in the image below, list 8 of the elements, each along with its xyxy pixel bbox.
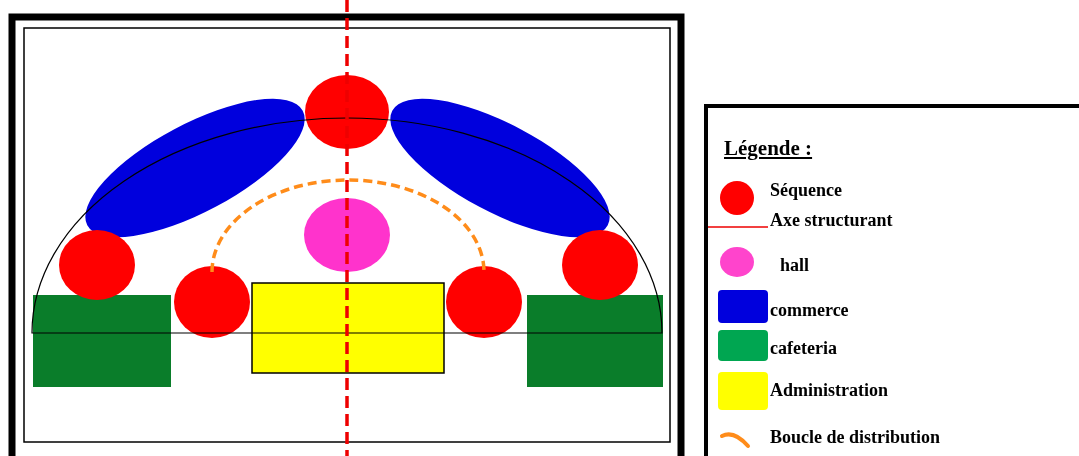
legend-label: hall	[780, 255, 809, 275]
legend-label: Axe structurant	[770, 210, 893, 230]
legend-label: Séquence	[770, 180, 842, 200]
legend-label: Boucle de distribution	[770, 427, 941, 447]
legend-label: cafeteria	[770, 338, 837, 358]
legend-label: Administration	[770, 380, 888, 400]
legend-label: commerce	[770, 300, 849, 320]
legend-heading: Légende :	[724, 138, 813, 158]
